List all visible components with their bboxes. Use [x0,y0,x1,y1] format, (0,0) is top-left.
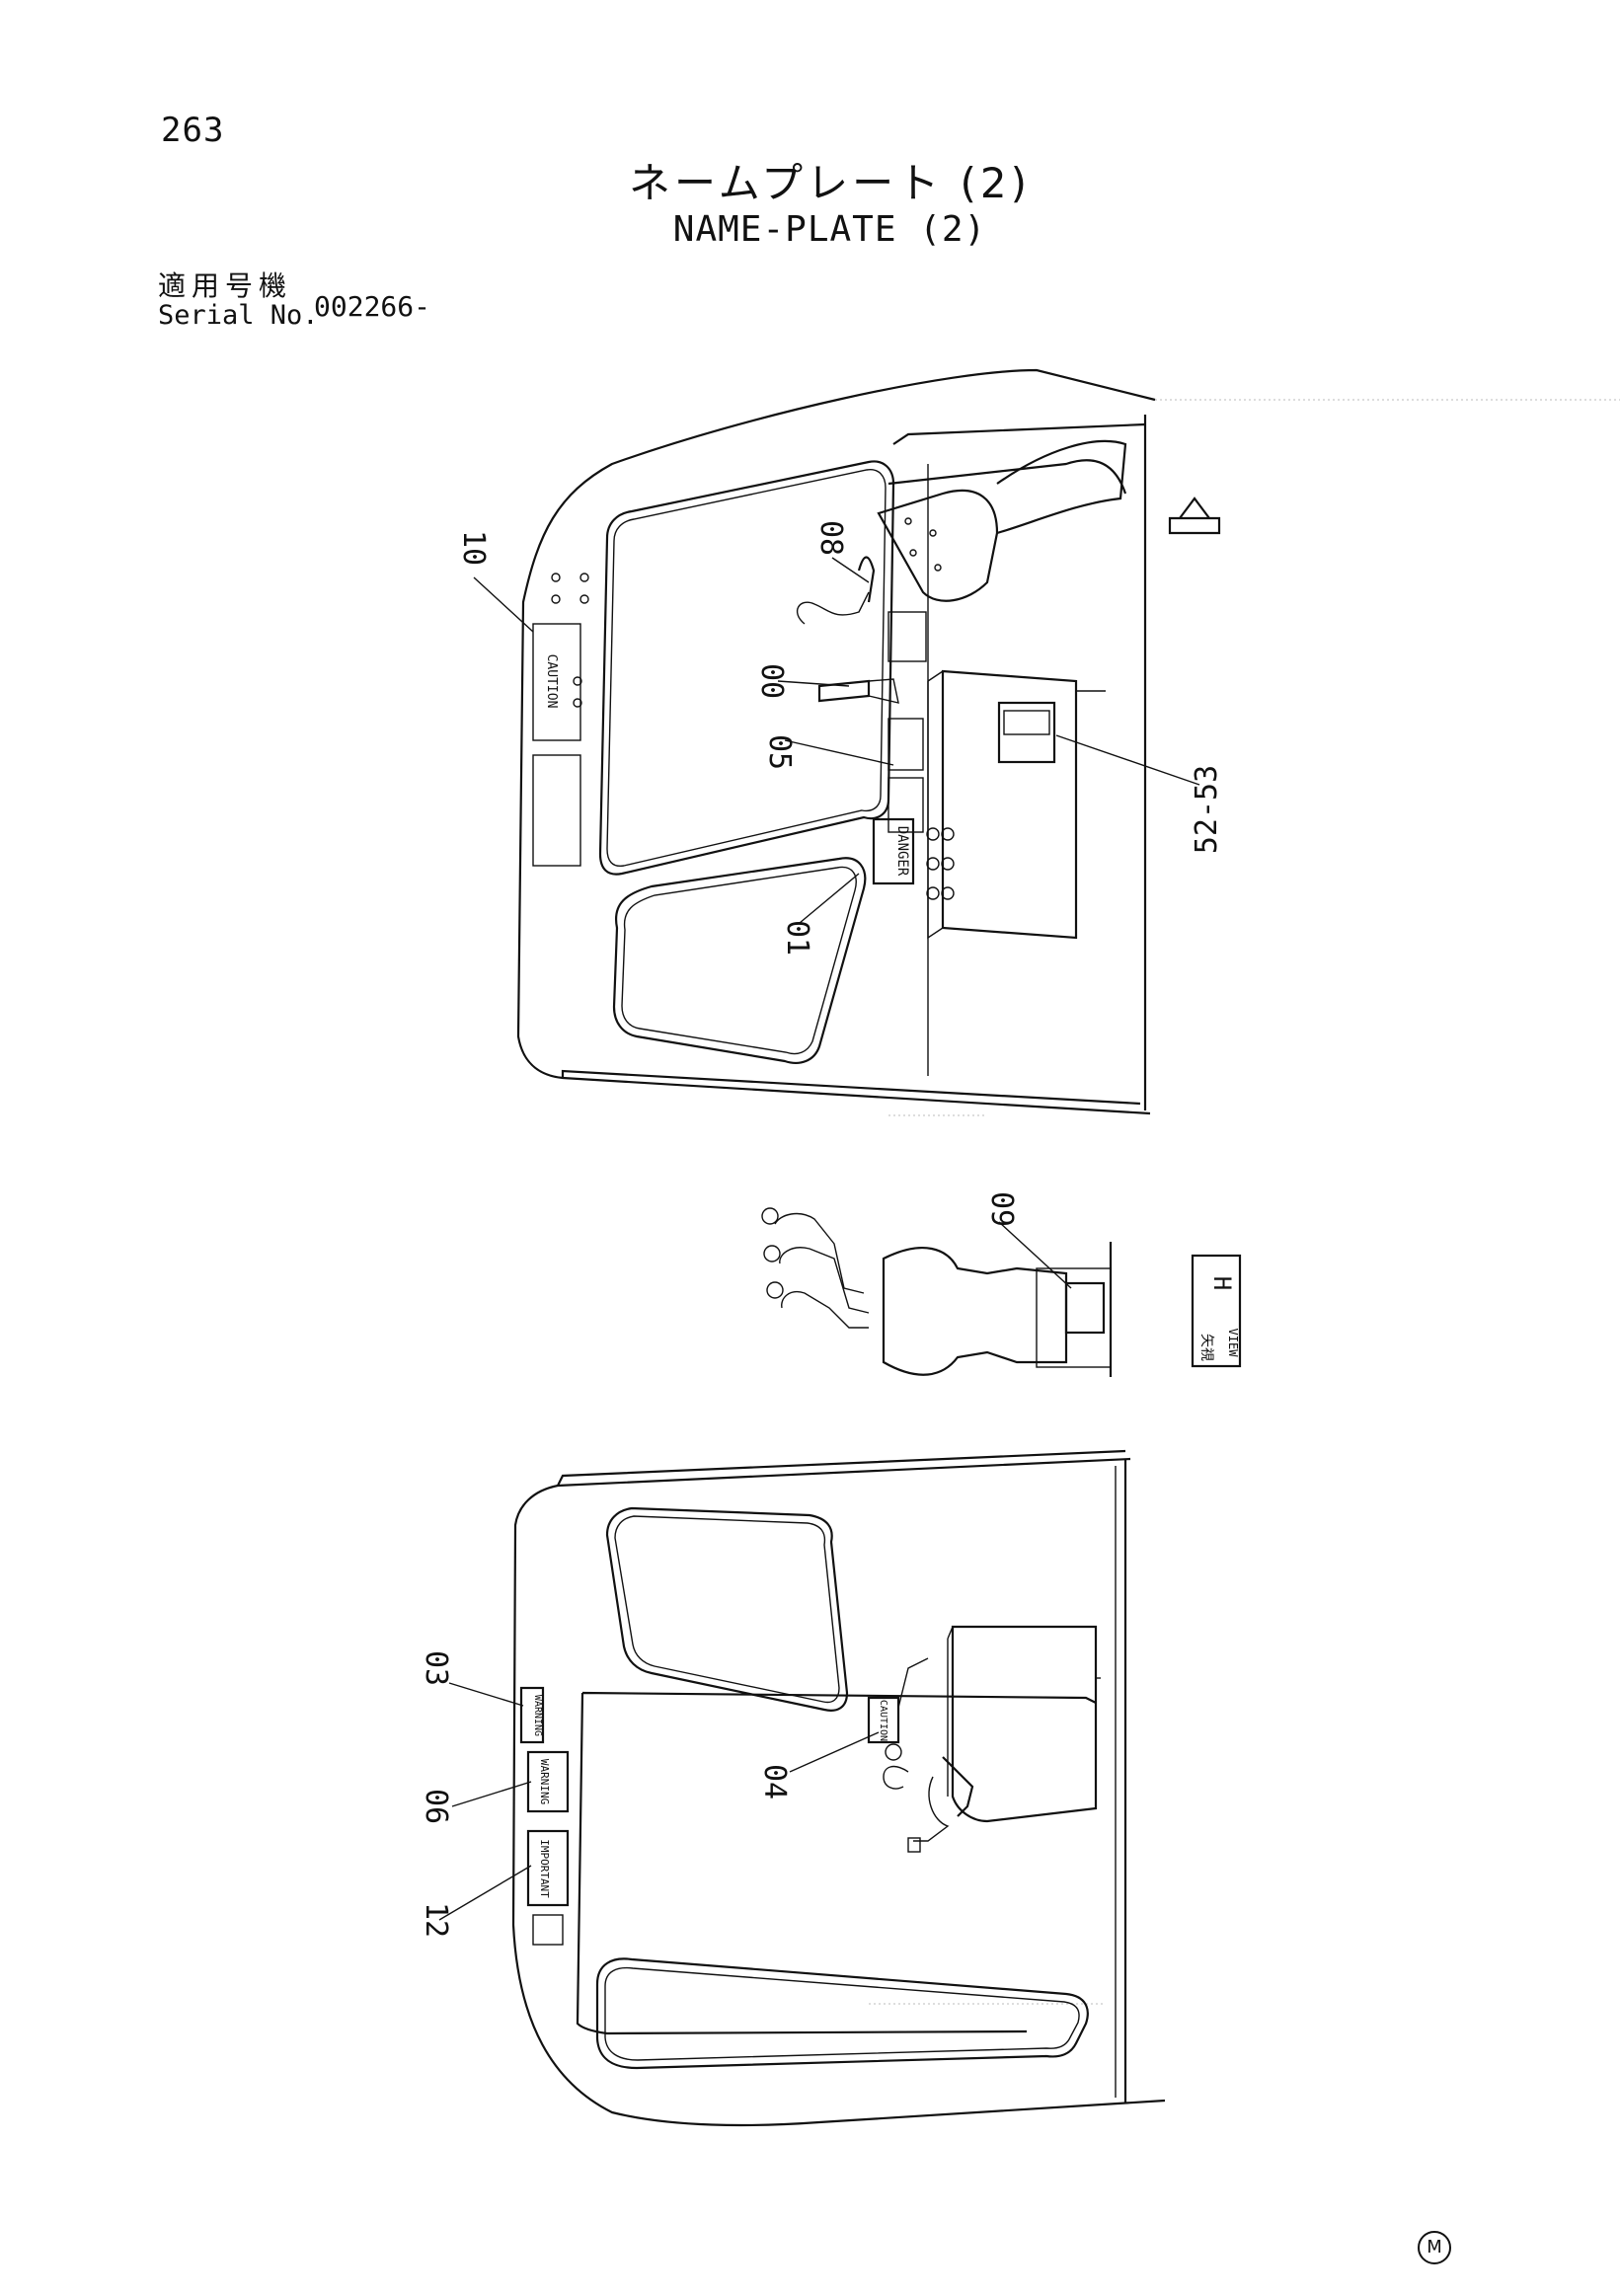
plate-05 [887,718,924,771]
plate-text-warning-03: WARNING [532,1695,543,1736]
plate-text-important-12: IMPORTANT [538,1839,551,1898]
plate-52-53-text [1003,710,1050,735]
control-box [941,669,1078,940]
seat-back [996,439,1127,535]
plate-text-warning-06: WARNING [538,1759,551,1804]
console-box-side-bottom [947,1626,954,1797]
plate-text-caution: CAUTION [544,654,559,709]
callout-line-05 [784,739,894,766]
upper-window [598,460,895,876]
page-number: 263 [161,111,225,150]
bottom-cab-view: 03 06 12 04 WARNING WARNING IMPORTANT CA… [419,1449,1166,2127]
lower-window-inner [621,866,857,1055]
callout-05: 05 [762,734,797,770]
switch-knobs [926,827,955,900]
console-dashed-link [897,1657,929,1709]
door-window-frame [576,1691,1097,2035]
plate-03 [519,1686,545,1744]
callout-line-12 [438,1865,532,1921]
upper-window-bottom-inner [614,1515,840,1704]
callout-06: 06 [419,1789,453,1824]
rivets [551,573,589,708]
callout-12: 12 [419,1902,453,1938]
view-h-english: VIEW [1226,1329,1240,1358]
console-lever [942,1756,974,1817]
console-connector [907,1837,921,1853]
cab-outer-shell-bottom [511,1457,1166,2127]
front-arrow-icon [1168,497,1221,535]
upper-window-bottom [605,1506,849,1712]
callout-line-01 [799,873,860,924]
view-h-detail: 09 矢視 H VIEW [761,1191,1242,1377]
callout-line-09 [998,1221,1072,1289]
roof-rail [892,422,1146,445]
callout-08: 08 [813,520,848,556]
plate-text-danger: DANGER [894,826,910,877]
lever-08-grip [796,591,870,625]
plate-10 [532,623,581,741]
callout-01: 01 [780,920,814,956]
switch-panel [887,777,924,833]
callout-52-53: 52-53 [1190,765,1224,854]
connector-3 [766,1281,784,1299]
top-cab-view: 10 08 00 05 01 52-53 CAUTION DANGER [456,368,1224,1115]
cable-1 [774,1212,865,1294]
knob-04 [885,1743,902,1761]
serial-number-value: 002266- [314,290,431,323]
cab-bottom-rail [561,1069,1141,1106]
console-box-bottom [951,1625,1098,1823]
lever-grip-04 [883,1765,909,1790]
callout-00: 00 [754,663,789,699]
manufacturer-mark-icon: M [1418,2231,1451,2264]
view-h-japanese: 矢視 [1198,1334,1214,1361]
callout-line-08 [831,557,870,583]
console-cable [913,1776,950,1842]
door-handle [532,1914,564,1946]
plate-caution-08 [887,611,927,662]
callout-03: 03 [419,1650,453,1686]
lower-window [612,857,867,1064]
plate-danger [872,817,915,885]
callout-line-10 [473,576,534,633]
control-box-side [927,670,944,940]
plate-04 [867,1696,900,1744]
page-title-english: NAME-PLATE (2) [672,209,987,250]
lower-slot-window [595,1957,1089,2070]
callout-line-52-53 [1055,734,1200,786]
serial-label-japanese: 適用号機 [158,269,293,302]
connector-1 [761,1207,779,1225]
plate-52-53 [997,701,1056,764]
callout-line-03 [448,1682,524,1707]
callout-09: 09 [984,1191,1019,1227]
cable-3 [781,1291,869,1329]
serial-label-english: Serial No. [158,300,319,331]
mount-bracket [1036,1267,1112,1368]
control-lever-assembly [882,1247,1068,1376]
plate-09 [1064,1281,1106,1335]
callout-line-00 [777,680,850,687]
cab-top-rail-bottom [557,1449,1126,1487]
callout-line-06 [451,1781,532,1807]
lower-slot-window-inner [604,1966,1080,2061]
cab-outer-shell [516,368,1156,1115]
upper-window-inner [606,469,887,868]
cable-2 [779,1247,870,1314]
page-title-japanese: ネームプレート (2) [628,159,1032,207]
callout-10: 10 [456,530,491,566]
view-h-letter: H [1208,1276,1236,1290]
lever-00-base [868,678,899,704]
lever-08 [857,556,876,603]
seat-bolts [904,517,942,572]
door-plate [532,754,581,867]
callout-line-04 [789,1731,880,1773]
view-h-label-box [1191,1254,1242,1368]
plate-text-caution-04: CAUTION [878,1700,888,1741]
plate-06 [526,1750,570,1813]
connector-2 [763,1245,781,1263]
callout-04: 04 [757,1764,792,1799]
seat-armrest [877,489,999,602]
